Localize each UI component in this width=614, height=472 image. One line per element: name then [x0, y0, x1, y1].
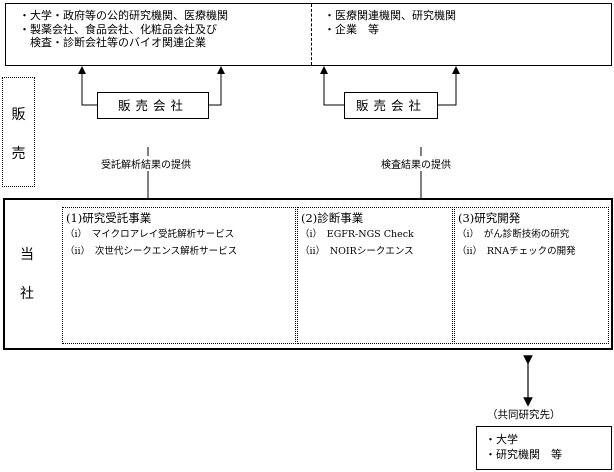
business-items: （ⅰ） がん診断技術の研究 （ⅱ） RNAチェックの開発	[457, 226, 576, 260]
customers-left-list: ・大学・政府等の公的研究機関、医療機関 ・製薬会社、食品会社、化粧品会社及び 検…	[19, 9, 228, 50]
sales-company-box-right: 販売会社	[344, 92, 438, 119]
company-label-char: 社	[20, 286, 34, 302]
flow-label-right: 検査結果の提供	[381, 156, 451, 171]
customers-right-list: ・医療関連機関、研究機関 ・企業 等	[324, 9, 456, 36]
right-outer-arrow	[320, 66, 344, 106]
customer-item: ・企業 等	[324, 22, 379, 36]
partner-item: ・大学	[485, 433, 518, 446]
partner-item: ・研究機関 等	[485, 448, 562, 461]
partners-box: ・大学 ・研究機関 等	[476, 426, 612, 470]
business-item: （ⅰ） EGFR-NGS Check	[300, 229, 414, 240]
business-box-research-contract: (1)研究受託事業 （ⅰ） マイクロアレイ受託解析サービス （ⅱ） 次世代シーク…	[62, 207, 296, 344]
business-item: （ⅰ） がん診断技術の研究	[457, 229, 570, 240]
right-inner-arrow	[437, 66, 460, 106]
business-title: (2)診断事業	[301, 211, 364, 225]
business-items: （ⅰ） マイクロアレイ受託解析サービス （ⅱ） 次世代シークエンス解析サービス	[65, 226, 237, 260]
customers-box: ・大学・政府等の公的研究機関、医療機関 ・製薬会社、食品会社、化粧品会社及び 検…	[5, 3, 612, 66]
customer-item: 検査・診断会社等のバイオ関連企業	[19, 36, 206, 49]
customer-item: ・大学・政府等の公的研究機関、医療機関	[19, 9, 228, 22]
customers-divider	[311, 4, 312, 65]
company-box: 当 社 (1)研究受託事業 （ⅰ） マイクロアレイ受託解析サービス （ⅱ） 次世…	[3, 198, 613, 350]
left-outer-arrow	[78, 66, 97, 106]
sales-label-char: 売	[11, 146, 26, 162]
business-item: （ⅰ） マイクロアレイ受託解析サービス	[65, 229, 235, 240]
sales-company-box-left: 販売会社	[97, 92, 209, 119]
left-inner-arrow	[208, 66, 225, 106]
customer-item: ・製薬会社、食品会社、化粧品会社及び	[19, 22, 217, 36]
business-item: （ⅱ） 次世代シークエンス解析サービス	[65, 246, 238, 257]
business-item: （ⅱ） RNAチェックの開発	[457, 246, 576, 257]
customer-item: ・医療関連機関、研究機関	[324, 9, 456, 22]
business-box-diagnostics: (2)診断事業 （ⅰ） EGFR-NGS Check （ⅱ） NOIRシークエン…	[297, 207, 453, 344]
flow-label-left: 受託解析結果の提供	[101, 156, 191, 171]
partners-heading: （共同研究先）	[487, 409, 561, 421]
business-item: （ⅱ） NOIRシークエンス	[300, 246, 414, 257]
business-items: （ⅰ） EGFR-NGS Check （ⅱ） NOIRシークエンス	[300, 226, 414, 260]
business-box-rnd: (3)研究開発 （ⅰ） がん診断技術の研究 （ⅱ） RNAチェックの開発	[454, 207, 609, 344]
business-title: (3)研究開発	[458, 211, 521, 225]
company-label-char: 当	[20, 247, 34, 263]
sales-label-box: 販 売	[2, 77, 35, 187]
business-title: (1)研究受託事業	[66, 211, 152, 225]
sales-label-char: 販	[11, 107, 26, 123]
